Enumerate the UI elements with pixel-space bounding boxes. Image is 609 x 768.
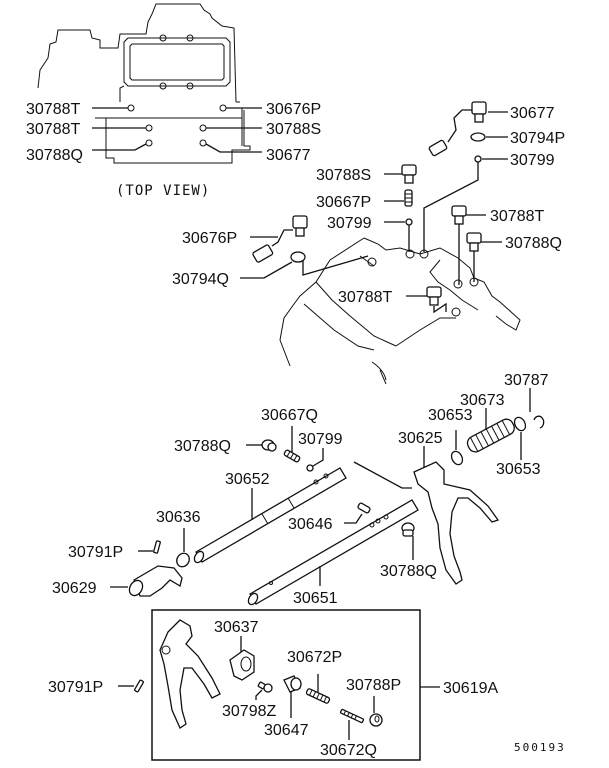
- screw-30798Z-icon: [257, 681, 273, 693]
- label-top-30788T-2: 30788T: [26, 121, 80, 138]
- label-top-30788S: 30788S: [266, 121, 321, 138]
- bushing-30647-icon: [283, 675, 302, 693]
- assembly-30619A-frame: [151, 609, 421, 761]
- top-view-outline: [37, 3, 251, 164]
- bolt-30788Q-a-icon: [466, 232, 482, 252]
- plug-30788S-icon: [401, 164, 417, 184]
- spring-30672P-icon: [305, 688, 331, 704]
- label-30799-a: 30799: [510, 152, 555, 169]
- switch-30676P-icon: [252, 215, 308, 263]
- label-30788Q-a: 30788Q: [505, 235, 562, 252]
- label-30673: 30673: [460, 392, 505, 409]
- label-30787: 30787: [504, 372, 549, 389]
- label-30653-a: 30653: [428, 407, 473, 424]
- label-30788P: 30788P: [346, 677, 401, 694]
- label-30791P-a: 30791P: [68, 544, 123, 561]
- plug-30788Q-b-icon: [261, 439, 277, 452]
- pin-30791P-b-icon: [133, 679, 145, 693]
- shift-rail-30651-icon: [247, 499, 419, 606]
- label-30788Q-c: 30788Q: [380, 563, 437, 580]
- spring-30672Q-icon: [339, 708, 365, 724]
- label-30799-c: 30799: [298, 431, 343, 448]
- block-30637-icon: [229, 649, 255, 681]
- collar-30636-icon: [176, 552, 190, 568]
- label-30794Q: 30794Q: [172, 271, 229, 288]
- fork-leader: [353, 461, 412, 489]
- label-30677: 30677: [510, 105, 555, 122]
- label-30788T-b: 30788T: [338, 289, 392, 306]
- label-30637: 30637: [214, 619, 259, 636]
- bolt-30788T-b-icon: [426, 286, 442, 306]
- bolt-30788T-a-icon: [451, 205, 467, 225]
- shift-rail-30652-icon: [193, 467, 347, 564]
- label-30646: 30646: [288, 516, 333, 533]
- label-30652: 30652: [225, 471, 270, 488]
- case-arc: [371, 361, 387, 381]
- label-top-30677: 30677: [266, 147, 311, 164]
- label-top-30788T-1: 30788T: [26, 101, 80, 118]
- collar-30653-b-icon: [513, 416, 527, 432]
- shift-fork-assembly-icon: [159, 619, 221, 729]
- label-30788T-a: 30788T: [490, 208, 544, 225]
- spring-30673-icon: [466, 418, 515, 453]
- top-view-caption: (TOP VIEW): [116, 183, 210, 199]
- label-30653-b: 30653: [496, 461, 541, 478]
- spring-30667Q-icon: [283, 449, 301, 463]
- ball-30799-icon: [474, 155, 482, 163]
- label-top-30676P: 30676P: [266, 101, 321, 118]
- label-top-30788Q: 30788Q: [26, 147, 83, 164]
- label-30788S: 30788S: [316, 167, 371, 184]
- label-30798Z: 30798Z: [222, 703, 276, 720]
- gasket-30794P-icon: [470, 132, 486, 142]
- label-30647: 30647: [264, 722, 309, 739]
- label-30629: 30629: [52, 580, 97, 597]
- label-30651: 30651: [293, 590, 338, 607]
- shift-lug-30629-icon: [128, 565, 183, 597]
- label-30667Q: 30667Q: [261, 407, 318, 424]
- spring-30667P-icon: [404, 189, 413, 207]
- switch-30677-icon: [428, 101, 487, 157]
- transmission-case-outline: [279, 237, 521, 385]
- label-30672Q: 30672Q: [320, 742, 377, 759]
- ball-30799-b-icon: [405, 218, 413, 226]
- label-30667P: 30667P: [316, 194, 371, 211]
- shift-fork-30625-icon: [413, 461, 500, 585]
- top-view-leaders: [92, 104, 262, 153]
- plug-30788Q-c-icon: [401, 522, 415, 537]
- label-30794P: 30794P: [510, 130, 565, 147]
- label-30799-b: 30799: [327, 215, 372, 232]
- collar-30653-a-icon: [450, 450, 464, 466]
- label-30791P-b: 30791P: [48, 679, 103, 696]
- label-30619A: 30619A: [443, 680, 498, 697]
- label-30636: 30636: [156, 509, 201, 526]
- drawing-number: 500193: [514, 741, 566, 754]
- plug-30788P-icon: [369, 713, 383, 727]
- label-30788Q-b: 30788Q: [174, 438, 231, 455]
- label-30676P: 30676P: [182, 230, 237, 247]
- pin-30646-icon: [357, 502, 371, 514]
- label-30625: 30625: [398, 430, 443, 447]
- gasket-30794Q-icon: [290, 251, 306, 263]
- label-30672P: 30672P: [287, 649, 342, 666]
- pin-30791P-a-icon: [153, 540, 161, 554]
- snap-ring-30787-icon: [533, 415, 545, 429]
- ball-30799-c-icon: [306, 464, 314, 472]
